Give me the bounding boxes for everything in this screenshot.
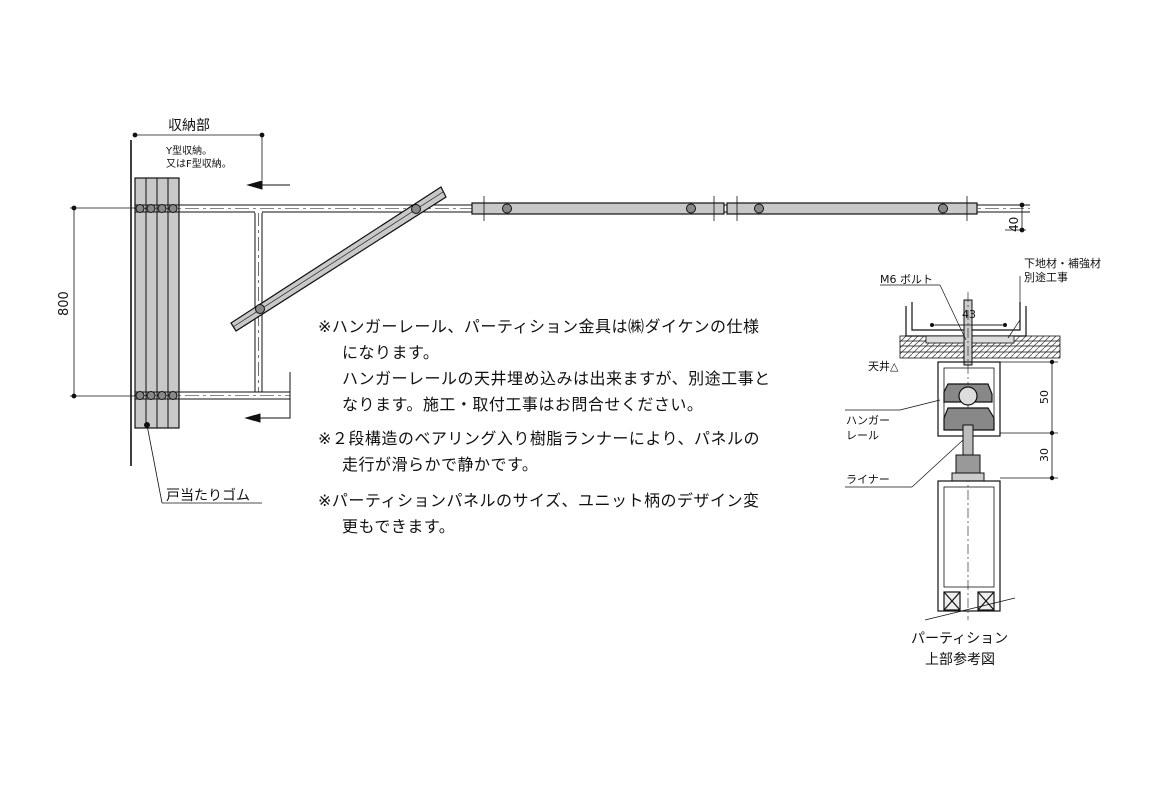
stacked-panels	[134, 177, 180, 429]
straight-panels	[471, 196, 978, 221]
note-1: ※ハンガーレール、パーティション金具は㈱ダイケンの仕様 になります。 ハンガーレ…	[318, 314, 838, 418]
door-stop-leader	[146, 424, 262, 504]
dim-800-lines	[70, 205, 135, 399]
note-2: ※２段構造のベアリング入り樹脂ランナーにより、パネルの 走行が滑らかで静かです。	[318, 426, 838, 478]
stack-rollers	[135, 204, 178, 428]
dim-43-lines	[930, 322, 1008, 327]
note-2-line-2: 走行が滑らかで静かです。	[342, 455, 539, 474]
note-1-line-4: なります。施工・取付工事はお問合せください。	[342, 395, 704, 414]
note-1-line-1: ※ハンガーレール、パーティション金具は㈱ダイケンの仕様	[318, 317, 760, 336]
note-2-line-1: ※２段構造のベアリング入り樹脂ランナーにより、パネルの	[318, 429, 760, 448]
section-leaders	[845, 276, 1021, 488]
storage-note-1: Y型収納。	[165, 144, 212, 157]
note-3-line-1: ※パーティションパネルのサイズ、ユニット柄のデザイン変	[318, 491, 760, 510]
panel-frame	[924, 480, 1016, 621]
dim-43-label: 43	[962, 308, 976, 321]
dim-40-lines	[1005, 202, 1026, 233]
swinging-panel	[230, 186, 447, 332]
dim-50-30-lines	[1000, 359, 1058, 481]
ceiling-label: 天井△	[868, 359, 899, 373]
liner	[951, 424, 985, 482]
plan-view	[70, 132, 1030, 504]
note-1-line-3: ハンガーレールの天井埋め込みは出来ますが、別途工事と	[342, 369, 771, 388]
dim-800-label: 800	[57, 291, 72, 316]
dim-40-label: 40	[1007, 217, 1021, 232]
hanger-label-2: レール	[846, 429, 879, 442]
storage-label: 収納部	[168, 118, 210, 134]
liner-label: ライナー	[846, 473, 890, 486]
base-label-1: 下地材・補強材	[1024, 256, 1101, 270]
storage-dimension	[132, 132, 265, 180]
section-view	[845, 276, 1061, 621]
dim-30-label: 30	[1038, 448, 1051, 462]
base-label-2: 別途工事	[1024, 270, 1068, 284]
ceiling-board	[899, 335, 1061, 359]
connecting-rail	[254, 211, 263, 392]
door-stop-label: 戸当たりゴム	[166, 487, 250, 504]
direction-arrows	[244, 180, 291, 423]
note-1-line-2: になります。	[342, 343, 440, 362]
section-caption-1: パーティション	[911, 631, 1008, 647]
storage-note-2: 又はF型収納。	[166, 157, 232, 170]
note-3: ※パーティションパネルのサイズ、ユニット柄のデザイン変 更もできます。	[318, 488, 838, 540]
section-caption-2: 上部参考図	[925, 651, 995, 668]
note-3-line-2: 更もできます。	[342, 517, 456, 536]
bolt-label: M6 ボルト	[880, 273, 933, 286]
dim-50-label: 50	[1038, 390, 1051, 404]
hanger-label-1: ハンガー	[846, 414, 890, 427]
